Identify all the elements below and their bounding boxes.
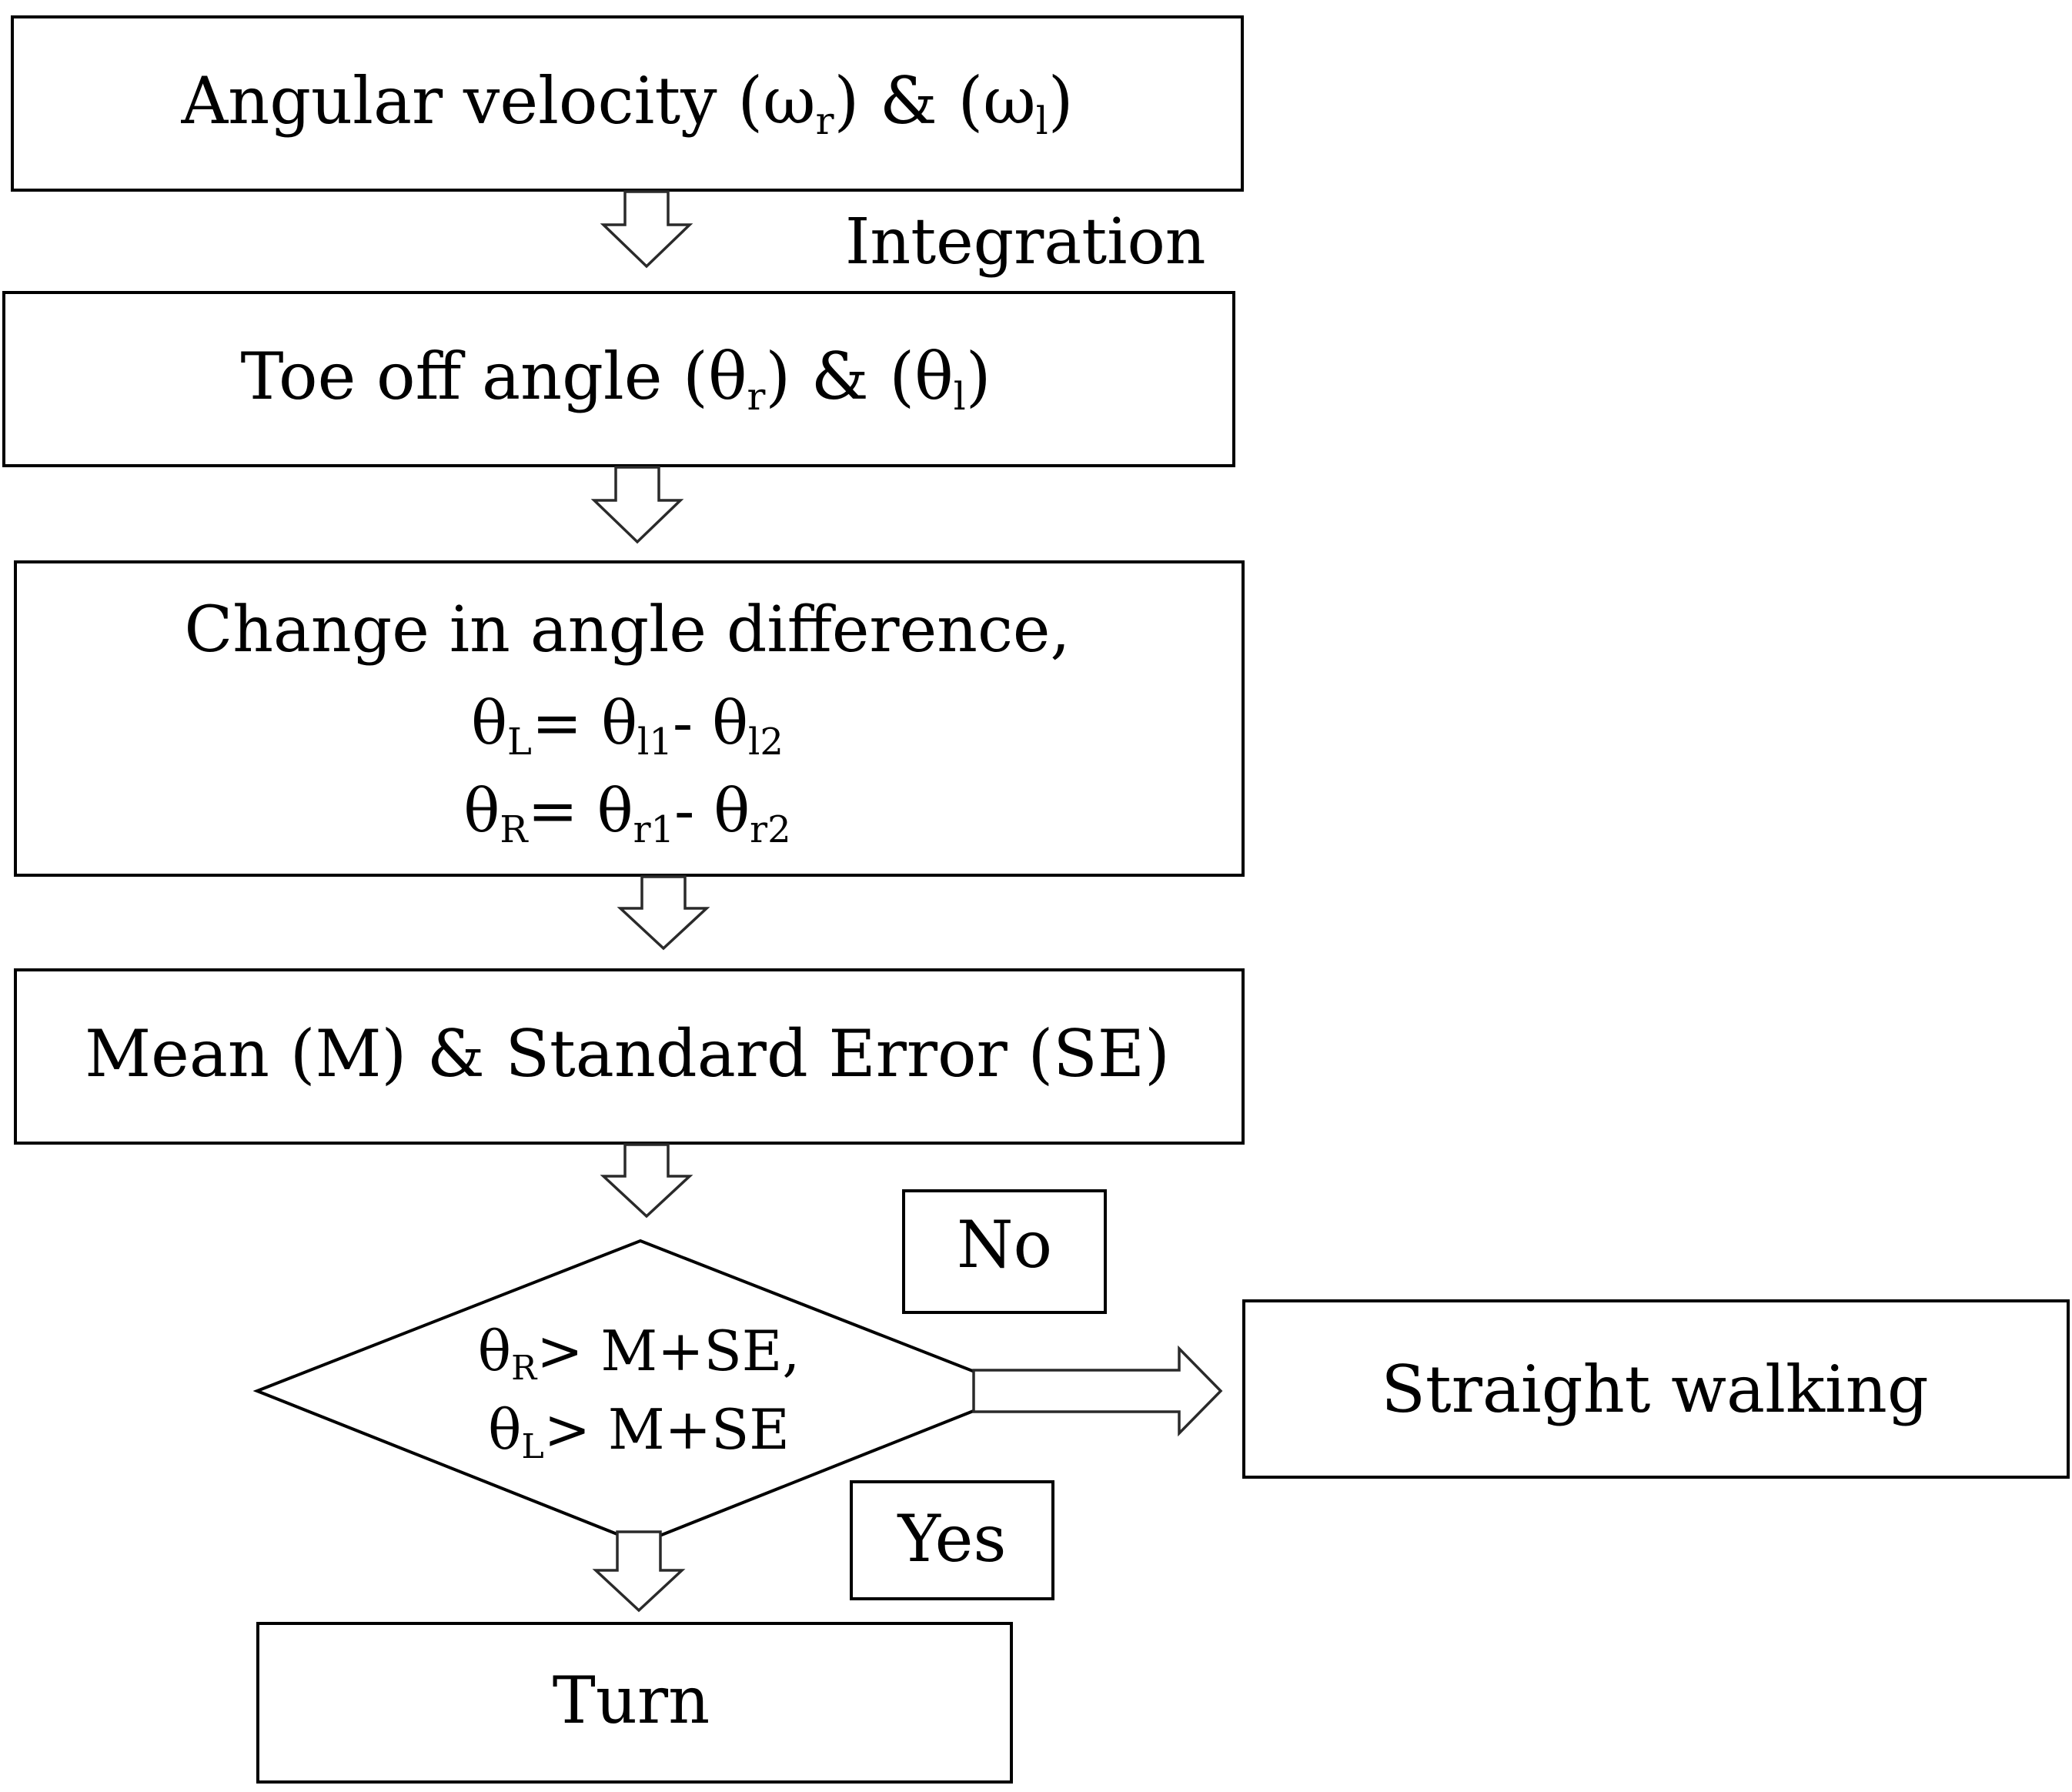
down-arrow-icon [590, 466, 684, 544]
down-arrow-icon [600, 1143, 693, 1219]
down-arrow-icon [600, 190, 693, 269]
decision-condition-l: θL> M+SE [488, 1397, 790, 1466]
down-arrow-icon [617, 875, 710, 951]
yes-label: Yes [897, 1501, 1007, 1576]
angular-velocity-label: Angular velocity (ωr) & (ωl) [180, 63, 1073, 143]
angle-difference-box [14, 560, 1245, 877]
integration-label: Integration [845, 206, 1206, 279]
angle-difference-heading: Change in angle difference, [184, 593, 1070, 667]
straight-walking-box [1242, 1299, 2070, 1479]
turn-label: Turn [553, 1663, 710, 1738]
toe-off-angle-label: Toe off angle (θr) & (θl) [241, 339, 991, 419]
theta-r-equation: θR= θr1- θr2 [463, 777, 790, 851]
turn-box [256, 1622, 1013, 1784]
no-label-box [902, 1189, 1107, 1314]
angular-velocity-box [11, 15, 1244, 192]
right-arrow-icon [972, 1345, 1223, 1437]
theta-l-equation: θL= θl1- θl2 [471, 689, 784, 764]
straight-walking-label: Straight walking [1381, 1352, 1928, 1427]
toe-off-angle-box [2, 291, 1235, 467]
down-arrow-icon [592, 1530, 686, 1613]
mean-se-box [14, 968, 1245, 1145]
no-label: No [957, 1207, 1052, 1282]
mean-se-label: Mean (M) & Standard Error (SE) [85, 1016, 1170, 1092]
yes-label-box [850, 1480, 1054, 1600]
decision-condition-r: θR> M+SE, [478, 1319, 800, 1388]
